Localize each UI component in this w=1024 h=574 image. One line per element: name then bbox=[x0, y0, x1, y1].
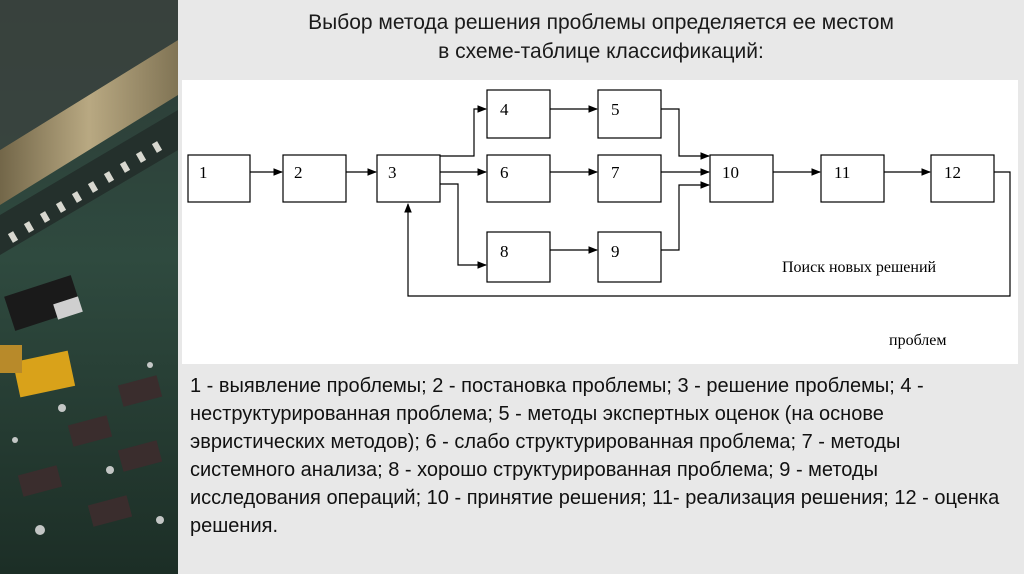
edge-12-3-feedback bbox=[404, 171, 1011, 297]
node-4-label: 4 bbox=[500, 100, 509, 119]
node-8-box bbox=[486, 231, 551, 283]
node-6-label: 6 bbox=[500, 163, 509, 182]
node-11-box bbox=[820, 154, 885, 203]
circuit-board-image bbox=[0, 0, 178, 574]
circuit-board-photo bbox=[0, 0, 178, 574]
edge-5-10 bbox=[661, 108, 710, 160]
diagram-canvas: 1 2 3 4 5 6 7 8 9 10 11 12 Поиск новых р… bbox=[187, 89, 1011, 349]
edge-3-8 bbox=[440, 183, 487, 269]
node-6-box bbox=[486, 154, 551, 203]
node-4-box bbox=[486, 89, 551, 139]
feedback-label-line2: проблем bbox=[889, 332, 947, 349]
title-line-1: Выбор метода решения проблемы определяет… bbox=[308, 11, 894, 34]
node-7-label: 7 bbox=[611, 163, 620, 182]
node-8-label: 8 bbox=[500, 242, 509, 261]
slide-title: Выбор метода решения проблемы определяет… bbox=[178, 8, 1024, 66]
title-line-2: в схеме-таблице классификаций: bbox=[438, 40, 764, 63]
node-9-label: 9 bbox=[611, 242, 620, 261]
node-7-box bbox=[597, 154, 662, 203]
node-1-box bbox=[187, 154, 251, 203]
node-2-box bbox=[282, 154, 347, 203]
classification-diagram: 1 2 3 4 5 6 7 8 9 10 11 12 Поиск новых р… bbox=[182, 80, 1018, 364]
node-5-box bbox=[597, 89, 662, 139]
edge-3-4 bbox=[440, 105, 487, 157]
node-5-label: 5 bbox=[611, 100, 620, 119]
node-3-box bbox=[376, 154, 441, 203]
legend-description: 1 - выявление проблемы; 2 - постановка п… bbox=[190, 375, 1000, 537]
node-10-box bbox=[709, 154, 774, 203]
feedback-label-line1: Поиск новых решений bbox=[782, 259, 937, 276]
node-1-label: 1 bbox=[199, 163, 208, 182]
node-12-label: 12 bbox=[944, 163, 961, 182]
node-12-box bbox=[930, 154, 995, 203]
edge-9-10 bbox=[661, 181, 710, 251]
node-10-label: 10 bbox=[722, 163, 739, 182]
node-2-label: 2 bbox=[294, 163, 303, 182]
node-3-label: 3 bbox=[388, 163, 397, 182]
node-11-label: 11 bbox=[834, 163, 850, 182]
node-9-box bbox=[597, 231, 662, 283]
